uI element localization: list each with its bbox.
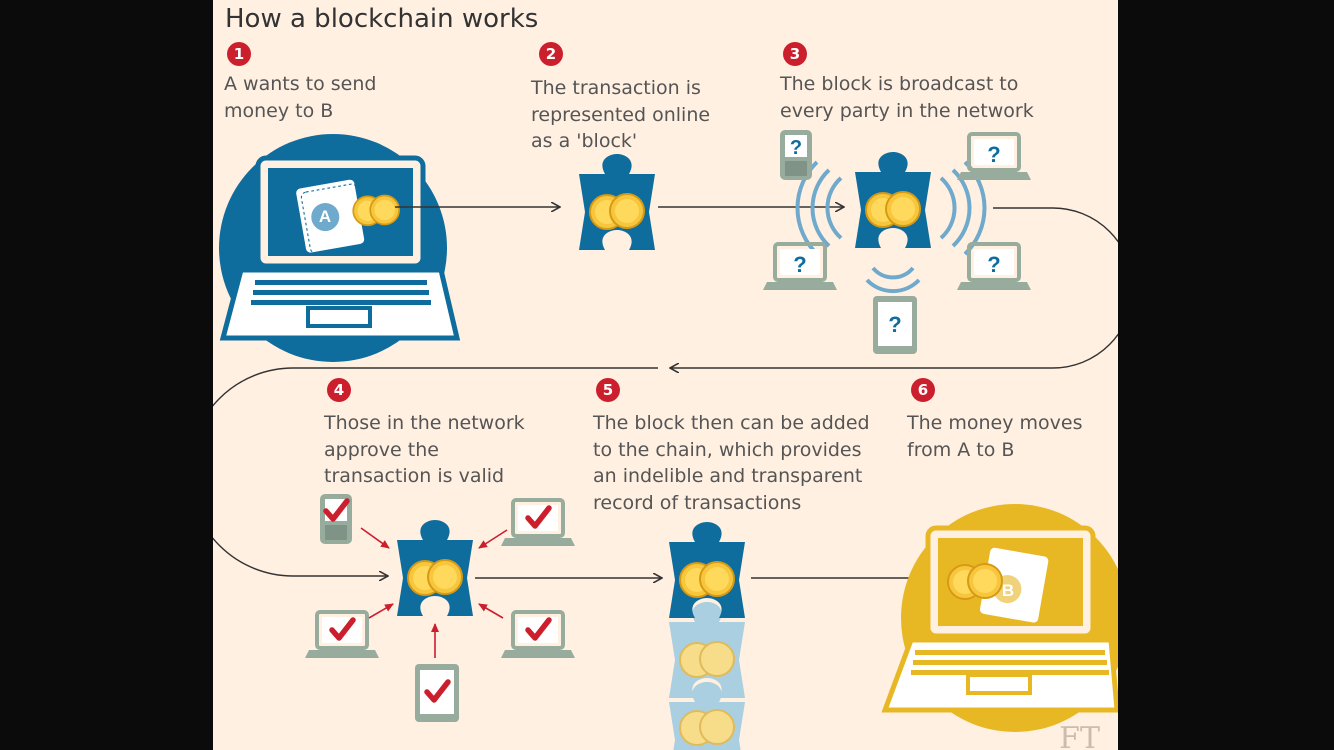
step-1-badge: 1 — [227, 42, 251, 66]
step-2-text: The transaction is represented online as… — [531, 77, 711, 152]
unknown-mark: ? — [987, 142, 1000, 167]
unknown-mark: ? — [987, 252, 1000, 277]
step-5-text: The block then can be added to the chain… — [593, 412, 870, 514]
infographic-panel: A ? ? ? ? ? — [213, 0, 1118, 750]
step-6-badge: 6 — [911, 378, 935, 402]
step-3-text: The block is broadcast to every party in… — [780, 73, 1034, 122]
wallet-b-icon: B — [947, 544, 1052, 626]
wallet-a-icon: A — [293, 176, 401, 256]
step-3-badge: 3 — [783, 42, 807, 66]
blockchain-diagram: A ? ? ? ? ? — [213, 130, 1118, 750]
validation-illustration — [303, 494, 577, 722]
chain-illustration — [669, 522, 745, 750]
unknown-mark: ? — [793, 252, 806, 277]
unknown-mark: ? — [888, 312, 901, 337]
flow-arrow — [671, 207, 1118, 368]
step-2-badge: 2 — [539, 42, 563, 66]
step-6-text: The money moves from A to B — [907, 412, 1083, 461]
laptop-b-illustration: B — [881, 504, 1118, 732]
wallet-a-label: A — [319, 207, 331, 226]
step-5-badge: 5 — [596, 378, 620, 402]
step-4-text: Those in the network approve the transac… — [324, 412, 525, 487]
wallet-b-label: B — [1002, 581, 1014, 600]
broadcast-illustration: ? ? ? ? ? — [761, 130, 1033, 354]
step-4-badge: 4 — [327, 378, 351, 402]
diagram-title: How a blockchain works — [225, 4, 539, 34]
flow-arrow — [213, 367, 658, 576]
unknown-mark: ? — [790, 137, 802, 159]
laptop-a-illustration: A — [219, 134, 461, 362]
ft-logo: FT — [1059, 721, 1100, 750]
block-puzzle-piece — [579, 154, 655, 250]
step-1-text: A wants to send money to B — [224, 73, 377, 122]
